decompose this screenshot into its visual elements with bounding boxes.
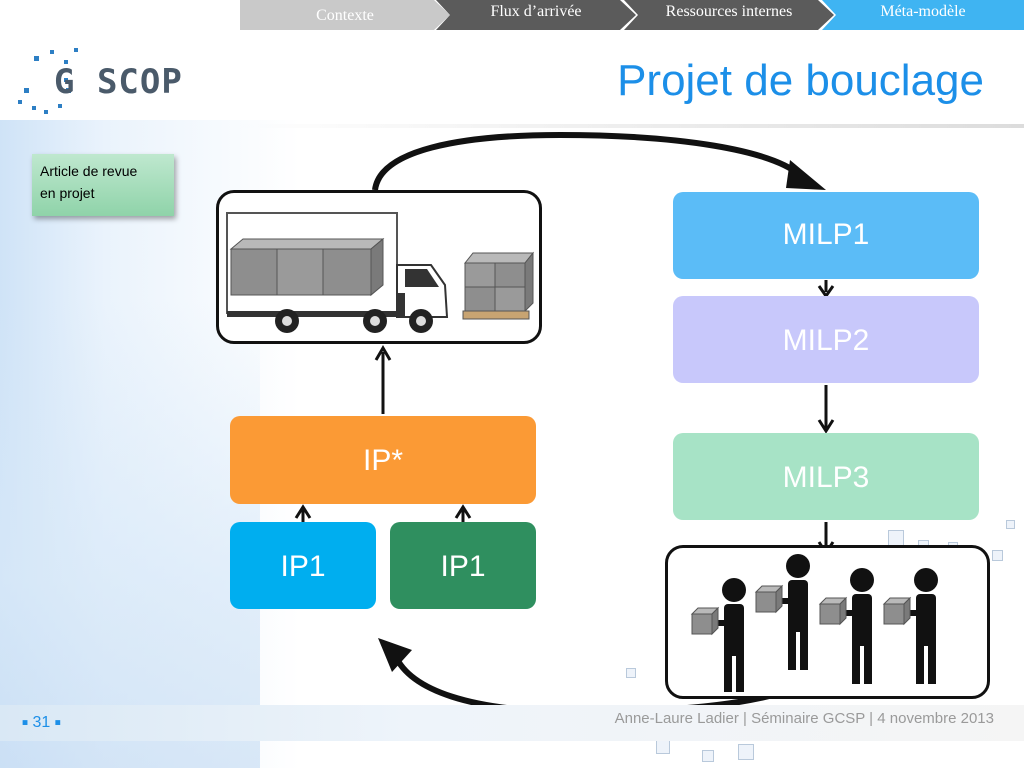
- arrow-head-bottom: [378, 638, 412, 672]
- logo-dots-icon: [18, 48, 78, 114]
- milp2-label: MILP2: [782, 324, 870, 357]
- arrow-head-top: [786, 160, 826, 190]
- background-gradient-lower: [0, 300, 260, 768]
- breadcrumb-label: Ressources internes: [665, 3, 793, 20]
- logo-text: G SCOP: [54, 62, 183, 102]
- milp1-box: MILP1: [673, 192, 979, 279]
- footer-credit: Anne-Laure Ladier | Séminaire GCSP | 4 n…: [614, 710, 994, 727]
- decor-square: [702, 750, 714, 762]
- breadcrumb-label: Contexte: [316, 7, 374, 24]
- milp2-box: MILP2: [673, 296, 979, 383]
- breadcrumb-label: Flux d’arrivée: [490, 3, 582, 20]
- milp3-box: MILP3: [673, 433, 979, 520]
- review-article-note: Article de revue en projet: [32, 154, 174, 216]
- workers-frame: [665, 545, 990, 699]
- breadcrumb-meta-modele[interactable]: Méta-modèle: [822, 0, 1024, 30]
- truck-icon: [226, 212, 535, 333]
- ip1-right-label: IP1: [440, 550, 486, 583]
- ip-star-box: IP*: [230, 416, 536, 504]
- page-number: ■ 31 ■: [22, 714, 61, 732]
- breadcrumb-ressources-internes[interactable]: Ressources internes: [624, 0, 834, 30]
- decor-square: [656, 740, 670, 754]
- decor-square: [888, 530, 904, 546]
- breadcrumb-label: Méta-modèle: [880, 3, 966, 20]
- decor-square: [1006, 520, 1015, 529]
- bullet-icon: ■: [22, 717, 29, 729]
- decor-square: [992, 550, 1003, 561]
- page-title: Projet de bouclage: [617, 56, 984, 105]
- breadcrumb-flux-arrivee[interactable]: Flux d’arrivée: [436, 0, 636, 30]
- page-number-value: 31: [32, 714, 51, 731]
- ip1-left-label: IP1: [280, 550, 326, 583]
- workers-icon: [690, 554, 938, 692]
- ip1-box-right: IP1: [390, 522, 536, 609]
- footer-bar: [0, 705, 1024, 741]
- gscop-logo: G SCOP: [14, 48, 204, 118]
- milp3-label: MILP3: [782, 461, 870, 494]
- truck-frame: [216, 190, 542, 344]
- bullet-icon: ■: [54, 717, 61, 729]
- breadcrumb: Contexte Flux d’arrivée Ressources inter…: [240, 0, 1024, 30]
- ip-star-label: IP*: [362, 444, 404, 477]
- title-underline: [240, 124, 1024, 128]
- breadcrumb-contexte[interactable]: Contexte: [240, 0, 450, 30]
- decor-square: [626, 668, 636, 678]
- decor-square: [738, 744, 754, 760]
- ip1-box-left: IP1: [230, 522, 376, 609]
- milp1-label: MILP1: [782, 218, 870, 251]
